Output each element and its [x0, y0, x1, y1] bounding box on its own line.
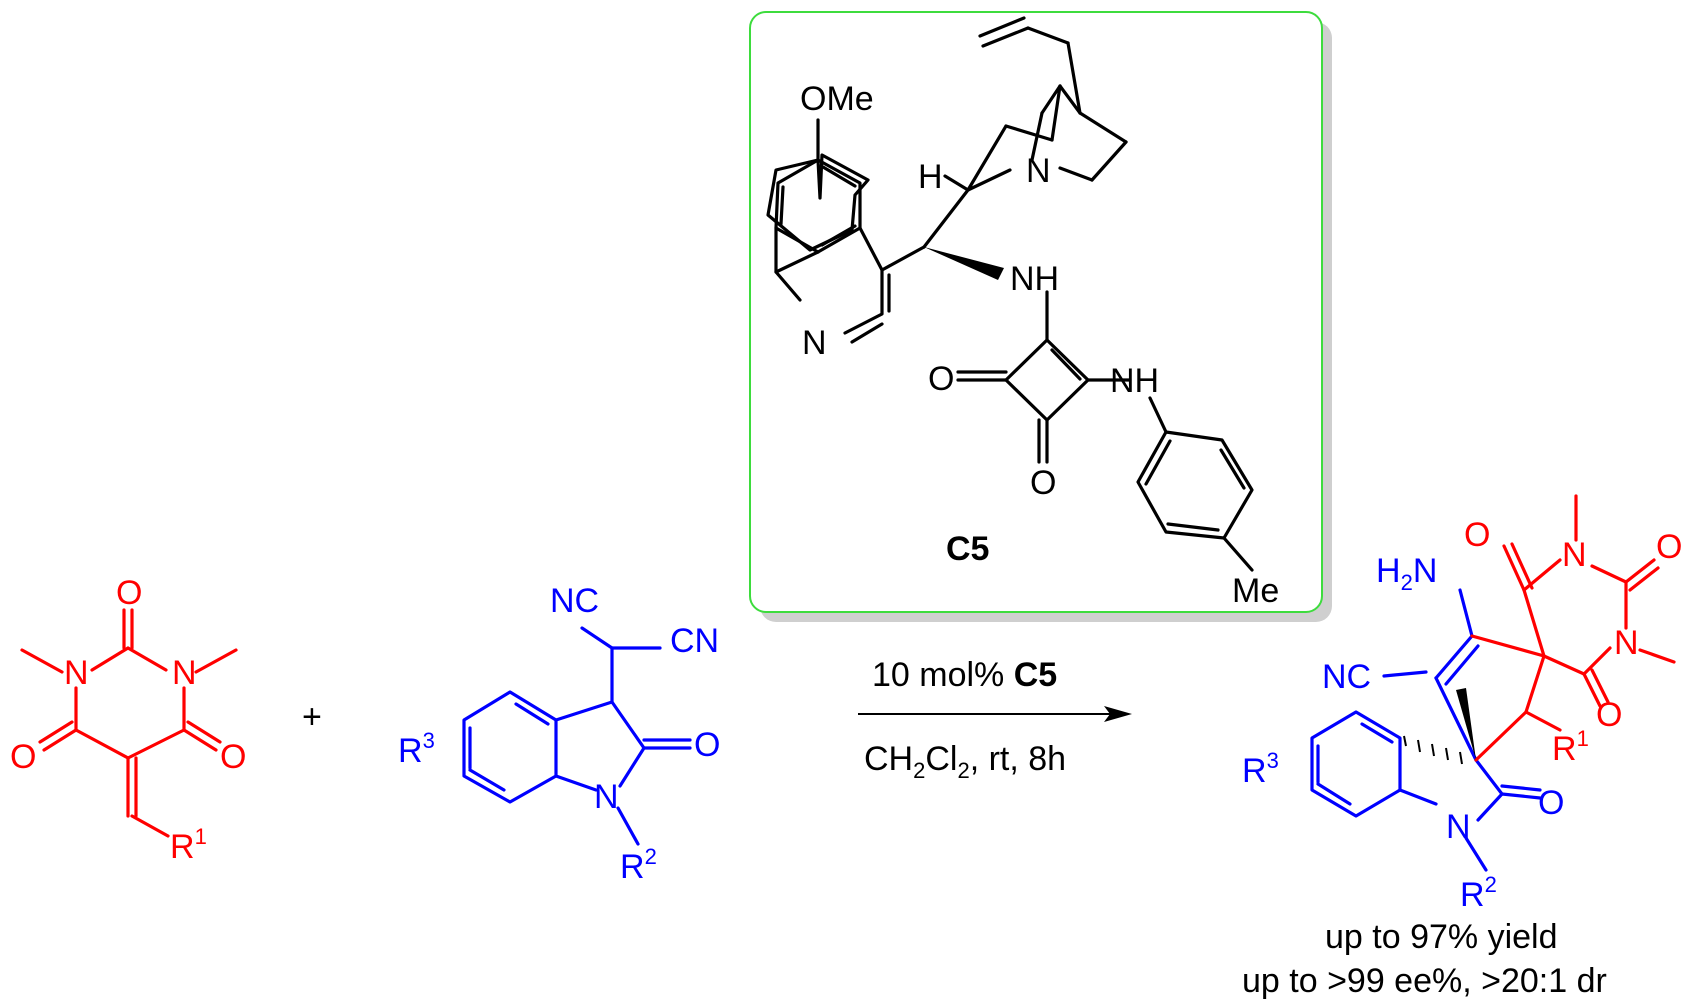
catalyst-me: Me	[1232, 572, 1279, 610]
product-r3: R3	[1242, 748, 1279, 790]
conditions-rest: , rt, 8h	[970, 740, 1066, 778]
catalyst-labels: OMe H N NH N O NH O C5 Me	[800, 80, 1279, 610]
reagent1-n-left: N	[64, 654, 89, 692]
catalyst-n-quinoline: N	[802, 324, 827, 362]
reagent2-structure	[462, 626, 692, 846]
result-selectivity: up to >99 ee%, >20:1 dr	[1242, 962, 1607, 1000]
catalyst-box-frame	[749, 11, 1323, 613]
product-red-structure	[1470, 494, 1676, 762]
product-h2n-sub: 2	[1401, 570, 1413, 595]
arrow-head	[1104, 706, 1132, 722]
reagent1-o-right: O	[220, 738, 246, 776]
catalyst-o-1: O	[928, 360, 954, 398]
reagent1-labels: O N N O O R1	[10, 574, 246, 866]
product-r3-letter: R	[1242, 752, 1267, 790]
reagent1-o-left: O	[10, 738, 36, 776]
product-r2-superscript: 2	[1485, 872, 1497, 897]
solvent-sub1: 2	[913, 758, 925, 783]
product-hashed-bond	[1403, 735, 1463, 765]
reagent2-o: O	[694, 726, 720, 764]
reagent2-labels: NC CN R3 O N R2	[398, 582, 720, 886]
arrow-catalyst-name: C5	[1014, 656, 1057, 694]
product-o-right-top: O	[1656, 528, 1682, 566]
product-n-top: N	[1562, 536, 1587, 574]
reagent2-nc: NC	[550, 582, 599, 620]
reagent1-r1-letter: R	[170, 828, 195, 866]
catalyst-structure	[766, 16, 1254, 572]
reagent2-r3: R3	[398, 728, 435, 770]
arrow-conditions-below: CH2Cl2, rt, 8h	[864, 740, 1066, 783]
product-labels: H2N NC R3 O N R2 O N O N O R1	[1242, 516, 1682, 914]
reagent1-structure	[20, 608, 238, 838]
catalyst-nh-1: NH	[1010, 260, 1059, 298]
reagent2-r3-letter: R	[398, 732, 423, 770]
catalyst-o-2: O	[1030, 464, 1056, 502]
product-r1-letter: R	[1552, 730, 1577, 768]
reagent2-n: N	[594, 778, 619, 816]
product-r2-letter: R	[1460, 876, 1485, 914]
arrow-catalyst-loading: 10 mol%	[872, 656, 1014, 694]
product-h2n: H2N	[1376, 552, 1437, 595]
product-h2n-n: N	[1413, 552, 1438, 590]
product-blue-structure	[1310, 588, 1542, 872]
product-r2: R2	[1460, 872, 1497, 914]
solvent-cl: Cl	[925, 740, 957, 778]
product-o-top: O	[1464, 516, 1490, 554]
product-r3-superscript: 3	[1267, 748, 1279, 773]
catalyst-name: C5	[946, 530, 989, 568]
catalyst-ome: OMe	[800, 80, 874, 118]
plus-sign: +	[302, 698, 322, 736]
arrow-conditions-above: 10 mol% C5	[872, 656, 1057, 694]
reaction-arrow	[858, 706, 1132, 722]
product-wedges	[1456, 688, 1476, 760]
reagent2-cn: CN	[670, 622, 719, 660]
product-o-oxindole: O	[1538, 784, 1564, 822]
product-n-oxindole: N	[1446, 808, 1471, 846]
reagent1-o-top: O	[116, 574, 142, 612]
reagent2-r2-superscript: 2	[645, 844, 657, 869]
catalyst-n-quinuclidine: N	[1026, 152, 1051, 190]
reagent2-r3-superscript: 3	[423, 728, 435, 753]
solvent-sub2: 2	[957, 758, 969, 783]
product-h2n-h: H	[1376, 552, 1401, 590]
product-nc: NC	[1322, 658, 1371, 696]
product-o-right-bottom: O	[1596, 696, 1622, 734]
reagent1-r1-superscript: 1	[195, 824, 207, 849]
reagent1-n-right: N	[172, 654, 197, 692]
catalyst-nh-2: NH	[1110, 362, 1159, 400]
result-yield: up to 97% yield	[1325, 918, 1558, 956]
reagent1-r1: R1	[170, 824, 207, 866]
reagent2-r2: R2	[620, 844, 657, 886]
reagent2-r2-letter: R	[620, 848, 645, 886]
product-n-right: N	[1614, 624, 1639, 662]
product-r1-superscript: 1	[1577, 726, 1589, 751]
solvent-ch: CH	[864, 740, 913, 778]
catalyst-h: H	[918, 158, 943, 196]
product-r1: R1	[1552, 726, 1589, 768]
